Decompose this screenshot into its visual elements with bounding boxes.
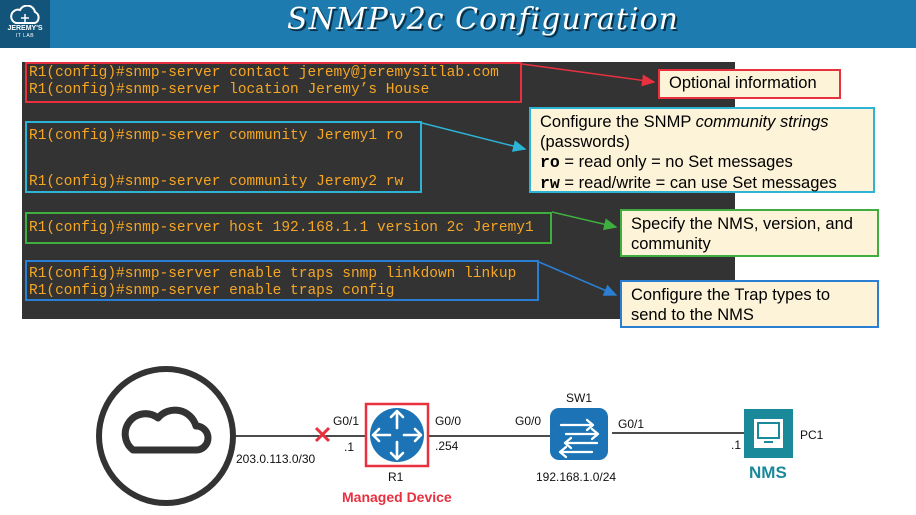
config-line-contact: R1(config)#snmp-server contact jeremy@je… (29, 65, 499, 81)
arrow-community (421, 122, 527, 152)
r1-g01-ip-label: .1 (344, 440, 355, 454)
pc1-icon (744, 409, 793, 458)
callout-optional-text: Optional information (669, 74, 817, 92)
link-down-x-icon (314, 426, 331, 443)
ro-code: ro (540, 153, 560, 172)
callout-community-italic: community strings (695, 113, 829, 131)
traps-group-box (25, 260, 539, 301)
callout-traps: Configure the Trap types to send to the … (620, 280, 879, 328)
config-line-community-rw: R1(config)#snmp-server community Jeremy2… (29, 174, 404, 190)
page-title: SNMPv2c Configuration (287, 2, 679, 37)
callout-host-text: Specify the NMS, version, and community (631, 215, 853, 253)
header-bar (0, 0, 916, 48)
arrow-optional (521, 63, 656, 87)
pc1-name-label: PC1 (800, 428, 824, 442)
config-line-location: R1(config)#snmp-server location Jeremy’s… (29, 82, 430, 98)
sw1-g01-label: G0/1 (618, 417, 645, 431)
logo-subtext: IT LAB (15, 33, 35, 39)
r1-g00-ip-label: .254 (435, 439, 459, 453)
internet-cloud-icon (96, 366, 236, 506)
callout-community-rw: rw = read/write = can use Set messages (540, 173, 864, 194)
lan-subnet-label: 192.168.1.0/24 (536, 470, 617, 484)
arrow-host (551, 211, 618, 231)
config-line-community-ro: R1(config)#snmp-server community Jeremy1… (29, 128, 404, 144)
config-line-traps-link: R1(config)#snmp-server enable traps snmp… (29, 266, 517, 282)
callout-community-line2: (passwords) (540, 133, 630, 151)
callout-traps-text: Configure the Trap types to send to the … (631, 286, 831, 324)
r1-g01-label: G0/1 (333, 414, 360, 428)
contact-group-box (25, 62, 522, 103)
callout-optional: Optional information (658, 69, 841, 99)
logo: JEREMY'S IT LAB (0, 0, 50, 48)
config-line-traps-config: R1(config)#snmp-server enable traps conf… (29, 283, 395, 299)
pc1-role-label: NMS (749, 463, 787, 482)
r1-g00-label: G0/0 (435, 414, 462, 428)
host-group-box (25, 212, 552, 244)
pc1-ip-label: .1 (731, 438, 742, 452)
config-line-host: R1(config)#snmp-server host 192.168.1.1 … (29, 220, 534, 236)
sw1-name-label: SW1 (566, 391, 593, 405)
logo-text: JEREMY'S (7, 25, 43, 32)
arrow-traps (538, 261, 618, 296)
switch-sw1-icon (550, 408, 608, 460)
r1-name-label: R1 (388, 470, 404, 484)
internet-subnet-label: 203.0.113.0/30 (236, 452, 316, 466)
rw-text: = read/write = can use Set messages (559, 174, 837, 192)
router-r1-icon (364, 402, 430, 468)
r1-role-label: Managed Device (342, 489, 452, 505)
ro-text: = read only = no Set messages (559, 153, 793, 171)
callout-community: Configure the SNMP community strings (pa… (529, 107, 875, 193)
callout-community-prefix: Configure the SNMP (540, 113, 696, 131)
callout-community-ro: ro = read only = no Set messages (540, 152, 864, 173)
callout-community-line1: Configure the SNMP community strings (540, 112, 864, 132)
cloud-logo-icon (10, 5, 40, 24)
callout-host: Specify the NMS, version, and community (620, 209, 879, 257)
community-group-box (25, 121, 422, 193)
rw-code: rw (540, 174, 560, 193)
sw1-g00-label: G0/0 (515, 414, 542, 428)
